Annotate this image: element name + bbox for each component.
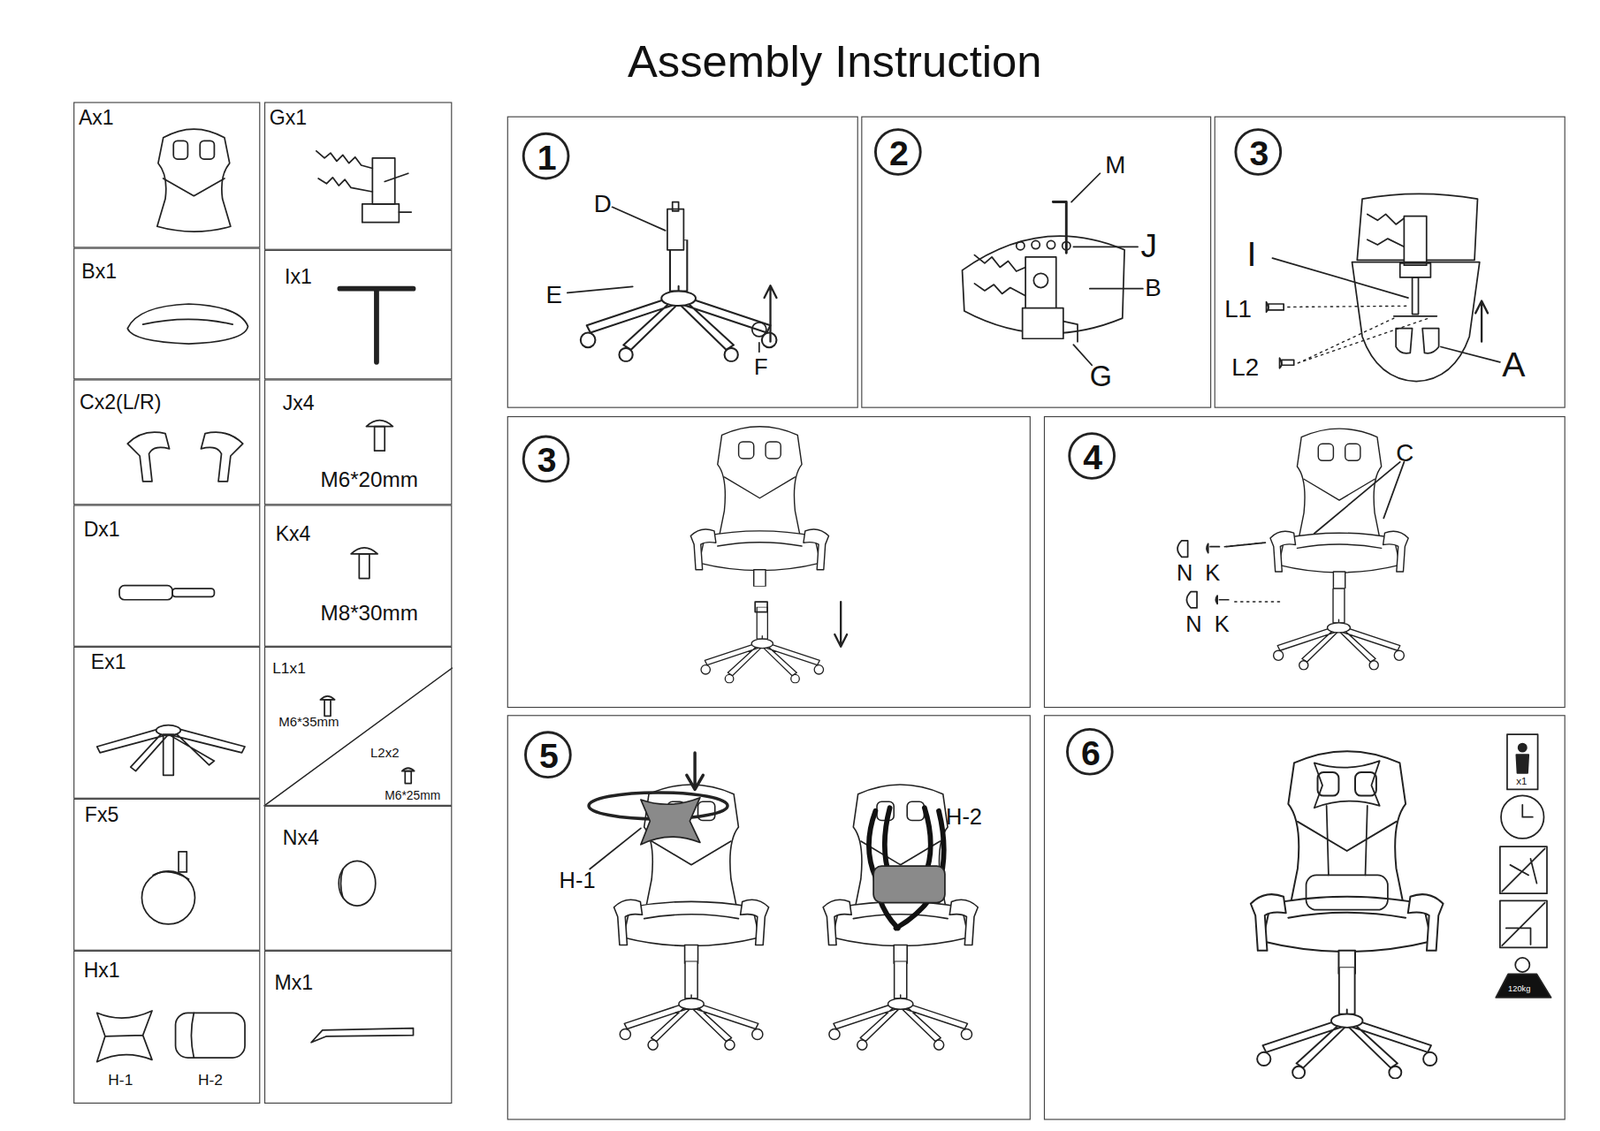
part-name: Kx4 [275,523,312,544]
part-bolt [350,548,378,580]
step-number: 3 [1236,136,1282,171]
step-number: 3 [524,442,570,478]
part-screw [402,768,415,784]
backrest-attach [1266,193,1501,381]
title: Assembly Instruction [34,38,1600,84]
part-cell: Nx4 [264,806,452,952]
part-name: Ax1 [78,106,115,128]
callout-label: L1 [1224,297,1252,322]
part-cell: Bx1 [73,248,260,381]
callout-label: B [1144,275,1161,301]
part-name: Fx5 [84,805,119,826]
part-name: L1x1 [272,660,306,676]
part-name: Ex1 [91,652,127,673]
callout-label: K [1204,562,1220,585]
part-spec: H-1 [107,1072,133,1088]
step-panel: 3 [507,416,1031,709]
step-panel: 2 [860,116,1212,409]
part-name: Ix1 [284,266,313,287]
part-name: Bx1 [81,261,117,282]
part-name: Gx1 [269,106,307,128]
part-spec: M6*20mm [320,468,418,490]
callout-label: N [1176,562,1193,585]
step-panel: 4 [1043,416,1566,709]
part-backrest [157,129,231,232]
callout-label: D [594,191,612,217]
part-armrests [127,432,243,482]
callout-label: E [546,282,563,308]
chair-finished [1250,734,1552,1080]
part-cell: Hx1H-1 H-2 [73,951,260,1105]
callout-label: N [1185,613,1202,636]
part-base [97,725,245,777]
part-seat [127,304,248,344]
chair-lowering [690,426,847,684]
part-cell: Kx4M8*30mm [264,504,452,647]
part-spec: M6*25mm [384,789,441,802]
part-name: Jx4 [282,392,315,413]
step-number: 4 [1070,440,1116,475]
callout-label: H-2 [945,806,983,829]
callout-label: G [1089,363,1113,392]
part-cell: Fx5 [73,799,260,952]
part-cell: Jx4M6*20mm [264,379,452,505]
callout-label: J [1141,229,1158,263]
callout-label: K [1214,613,1230,636]
part-cell: Ex1 [73,647,260,800]
chair-pillows [588,753,978,1051]
part-pillows [97,1011,245,1063]
callout-label: I [1247,236,1258,272]
callout-label: C [1395,441,1414,466]
step-panel: 1 [507,116,859,409]
callout-label: L2 [1231,355,1259,381]
step-number: 6 [1068,735,1114,770]
part-spec: M6*35mm [278,715,339,729]
callout-label: 120kg [1508,985,1531,994]
callout-label: H-1 [559,870,596,893]
callout-label: x1 [1516,776,1527,787]
step-number: 2 [876,136,922,171]
step-circles [523,129,1281,778]
part-name: Nx4 [282,827,320,848]
part-spec: H-2 [198,1072,223,1088]
part-mechanism [316,151,412,223]
part-name: Mx1 [274,972,314,993]
part-cell: Gx1 [264,101,452,250]
chair-armrests [1177,428,1409,671]
part-cell: Ax1 [73,101,260,248]
part-cap [338,860,376,907]
part-spec: L2x2 [370,746,400,760]
part-allen-key [311,1028,413,1044]
part-cell: Mx1 [264,951,452,1105]
callout-label: F [754,356,769,379]
part-cell: Dx1 [73,504,260,647]
part-name: Dx1 [83,519,121,541]
part-screw [320,696,335,717]
part-name: Hx1 [83,960,121,981]
base-assembly [567,202,778,363]
step-number: 5 [526,739,572,774]
step-number: 1 [524,139,570,175]
callout-label: M [1104,152,1126,178]
part-t-bar [339,289,413,363]
part-cell: Cx2(L/R) [73,379,260,505]
callout-label: A [1501,346,1525,381]
part-gas-lift [119,586,214,601]
part-cell: Ix1 [264,250,452,381]
step-panel: 6 [1043,715,1566,1120]
divider-line [264,668,452,807]
part-spec: M8*30mm [320,601,418,624]
seat-underside [962,173,1143,366]
part-name: Cx2(L/R) [79,391,161,412]
part-bolt [365,420,393,452]
part-cell: L1x1M6*35mmL2x2M6*25mm [264,647,452,807]
part-caster [141,852,195,925]
step-panel: 5 [507,715,1031,1120]
